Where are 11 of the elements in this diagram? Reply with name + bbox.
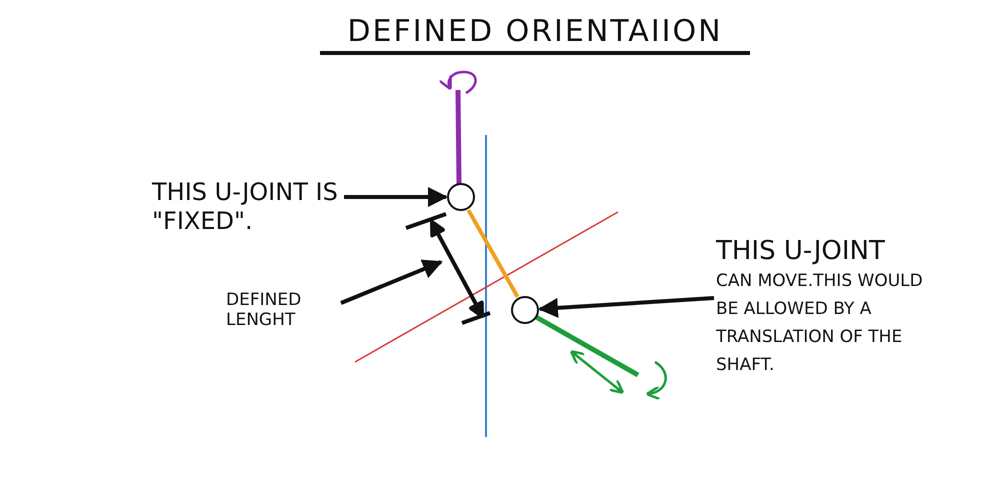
joint-circle — [447, 183, 475, 211]
annotation-text: DEFINED LENGHT — [226, 290, 302, 331]
annotation-text: CAN MOVE.THIS WOULD BE ALLOWED BY A TRANSLATION OF THE SHAFT. — [716, 270, 924, 378]
annotation-heading: THIS U-JOINT — [716, 236, 886, 268]
leader-arrow — [340, 260, 443, 305]
joint-circle — [511, 296, 539, 324]
annotation-text: THIS U-JOINT IS "FIXED". — [152, 178, 339, 236]
leader-arrow — [538, 296, 714, 318]
leader-arrow — [344, 187, 448, 207]
shaft-line — [466, 209, 520, 298]
diagram-title: DEFINED ORIENTAIION — [320, 14, 750, 55]
